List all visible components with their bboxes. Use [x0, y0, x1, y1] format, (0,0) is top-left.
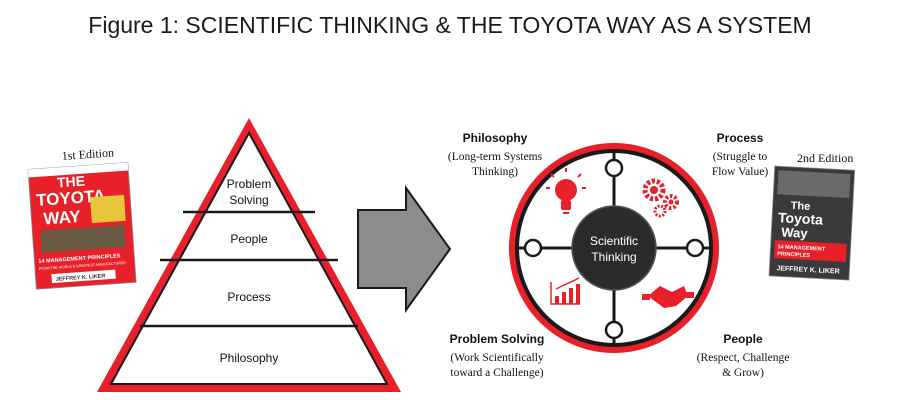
cover-subtitle-2: FROM THE WORLD'S GREATEST MANUFACTURER	[39, 261, 127, 271]
quadrant-philosophy: Philosophy (Long-term Systems Thinking)	[448, 131, 543, 178]
cover-author: JEFFREY K. LIKER	[56, 273, 106, 282]
scientific-thinking-wheel: Scientific Thinking	[509, 143, 719, 353]
second-edition-book: 2nd Edition The Toyota Way 14 MANAGEMENT…	[768, 151, 856, 281]
second-cover-word-way: Way	[781, 224, 809, 240]
second-edition-label: 2nd Edition	[797, 151, 853, 165]
quadrant-people-title: People	[723, 332, 763, 346]
quadrant-process: Process (Struggle to Flow Value)	[712, 131, 768, 178]
second-cover-photo	[777, 170, 851, 198]
quadrant-philosophy-line1: (Long-term Systems	[448, 151, 543, 163]
wheel-center-line1: Scientific	[590, 234, 638, 248]
pyramid-level-philosophy: Philosophy	[220, 351, 279, 365]
toyota-way-pyramid: Problem Solving People Process Philosoph…	[97, 118, 401, 392]
lightbulb-icon	[546, 168, 586, 214]
cover-photo	[40, 224, 126, 253]
quadrant-problem-solving: Problem Solving (Work Scientifically tow…	[450, 332, 545, 379]
wheel-center-hub	[571, 205, 657, 291]
quadrant-people: People (Respect, Challenge & Grow)	[697, 332, 790, 379]
second-cover-red-band	[773, 240, 847, 262]
cover-word-the: THE	[56, 173, 85, 191]
pyramid-level-problem-solving-line2: Solving	[229, 193, 268, 207]
second-cover-word-the: The	[790, 200, 810, 213]
quadrant-process-title: Process	[717, 131, 764, 145]
cover-word-toyota: TOYOTA	[36, 186, 106, 210]
quadrant-process-line2: Flow Value)	[712, 166, 768, 178]
puzzle-knob-left	[523, 238, 543, 258]
second-cover-subtitle-2: PRINCIPLES	[777, 251, 811, 259]
pyramid-inner	[109, 130, 389, 385]
quadrant-people-line2: & Grow)	[722, 367, 764, 379]
quadrant-problem-solving-line1: (Work Scientifically	[450, 352, 544, 364]
quadrant-philosophy-line2: Thinking)	[472, 166, 518, 178]
wheel-center-line2: Thinking	[591, 250, 636, 264]
quadrant-process-line1: (Struggle to	[713, 151, 768, 163]
cover-badge	[90, 194, 126, 224]
first-edition-book: 1st Edition THE TOYOTA WAY 14 MANAGEMENT…	[27, 145, 137, 290]
gears-icon	[642, 178, 679, 218]
quadrant-philosophy-title: Philosophy	[463, 131, 528, 145]
second-cover-author: JEFFREY K. LIKER	[776, 265, 840, 275]
second-cover-word-toyota: Toyota	[778, 209, 824, 227]
pyramid-level-problem-solving-line1: Problem	[227, 177, 272, 191]
first-edition-label: 1st Edition	[61, 145, 114, 163]
cover-subtitle-1: 14 MANAGEMENT PRINCIPLES	[38, 253, 121, 265]
figure-title: Figure 1: SCIENTIFIC THINKING & THE TOYO…	[88, 12, 812, 38]
quadrant-problem-solving-title: Problem Solving	[450, 332, 545, 346]
cover-author-strip	[51, 269, 116, 284]
pyramid-level-process: Process	[227, 290, 270, 304]
cover-word-way: WAY	[43, 207, 82, 229]
puzzle-knob-top	[604, 158, 624, 178]
cover-top-strip	[28, 162, 129, 178]
quadrant-people-line1: (Respect, Challenge	[697, 352, 790, 364]
handshake-icon	[642, 286, 694, 308]
right-arrow-icon	[357, 184, 452, 314]
pyramid-level-people: People	[230, 232, 268, 246]
quadrant-problem-solving-line2: toward a Challenge)	[450, 367, 543, 379]
second-cover-subtitle-1: 14 MANAGEMENT	[777, 244, 826, 253]
bar-chart-icon	[550, 277, 580, 305]
puzzle-knob-bottom	[604, 320, 624, 340]
puzzle-knob-right	[685, 238, 705, 258]
